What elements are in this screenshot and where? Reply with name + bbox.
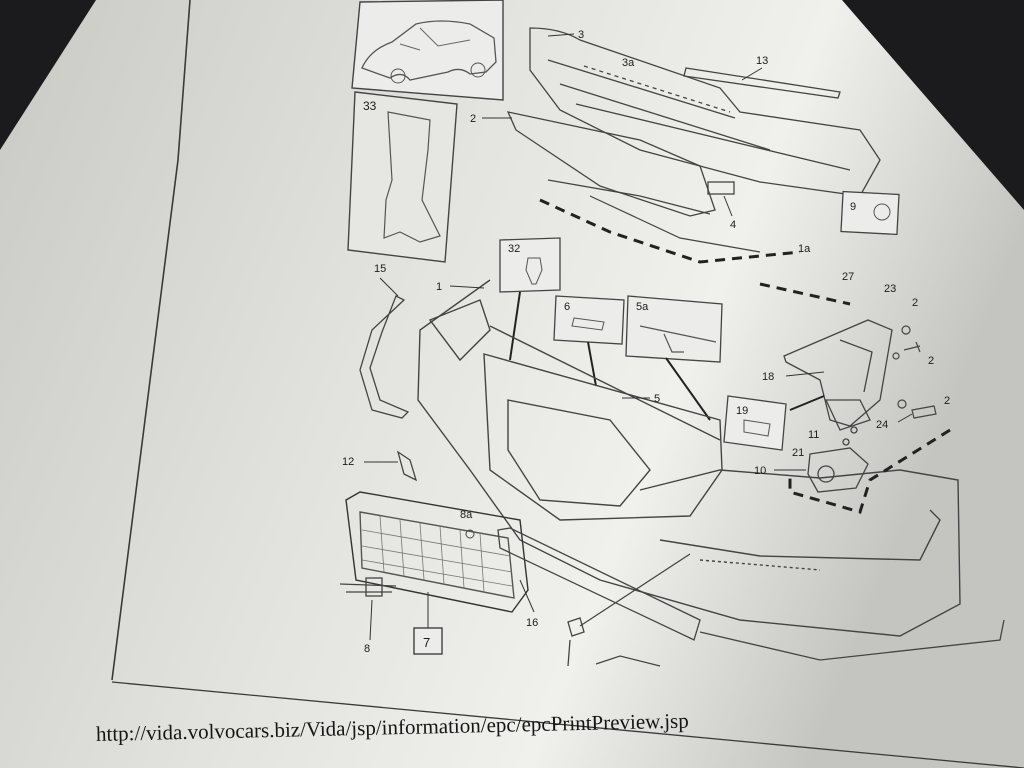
label-21: 21 <box>792 447 804 459</box>
part-box-19: 19 <box>723 395 825 451</box>
label-13: 13 <box>756 55 768 67</box>
label-33: 33 <box>363 99 377 113</box>
label-19: 19 <box>736 405 748 417</box>
part-box-33: 33 <box>347 91 458 263</box>
label-11: 11 <box>808 429 819 441</box>
part-box-5a: 5a <box>625 295 723 363</box>
bumper-reinforcement <box>506 27 881 217</box>
label-15: 15 <box>374 263 386 275</box>
label-2-right-top: 2 <box>912 297 918 309</box>
part-box-9: 9 <box>840 190 900 236</box>
label-8a: 8a <box>460 509 473 521</box>
emblem-8 <box>339 577 397 597</box>
clip-8a <box>465 529 475 539</box>
bolt <box>567 553 691 667</box>
grille-7 <box>345 491 529 613</box>
car-thumbnail <box>351 0 504 101</box>
label-2: 2 <box>470 113 476 125</box>
fog-lamp-10 <box>807 426 869 493</box>
border-left <box>111 0 191 681</box>
lower-strip-16 <box>497 527 1005 661</box>
label-1: 1 <box>436 281 442 293</box>
box-arrows <box>509 291 711 421</box>
label-10: 10 <box>754 465 766 477</box>
dashed-guide-right <box>788 428 951 514</box>
label-5a: 5a <box>636 301 649 313</box>
label-6: 6 <box>564 301 570 313</box>
border-bottom <box>111 681 1024 768</box>
side-trim-15 <box>359 295 410 419</box>
label-27: 27 <box>842 271 854 283</box>
part-box-6: 6 <box>553 295 625 345</box>
label-9: 9 <box>850 201 856 213</box>
label-7: 7 <box>423 635 430 650</box>
label-12: 12 <box>342 456 354 468</box>
part-box-32: 32 <box>499 237 561 293</box>
label-3: 3 <box>578 29 584 41</box>
bracket-27 <box>783 319 893 431</box>
label-3a: 3a <box>622 57 635 69</box>
label-16: 16 <box>526 617 538 629</box>
label-2-right-low: 2 <box>944 395 950 407</box>
label-32: 32 <box>508 243 520 255</box>
label-8: 8 <box>364 643 370 655</box>
label-18: 18 <box>762 371 774 383</box>
label-4: 4 <box>730 219 736 231</box>
label-24: 24 <box>876 419 888 431</box>
cover-12 <box>396 450 418 482</box>
label-5: 5 <box>654 393 660 405</box>
label-1a: 1a <box>798 243 811 255</box>
dashed-guide-top <box>539 198 801 264</box>
label-23: 23 <box>884 283 896 295</box>
screws-right <box>892 325 937 419</box>
label-7-box <box>413 627 443 655</box>
label-2-right-mid: 2 <box>928 355 934 367</box>
